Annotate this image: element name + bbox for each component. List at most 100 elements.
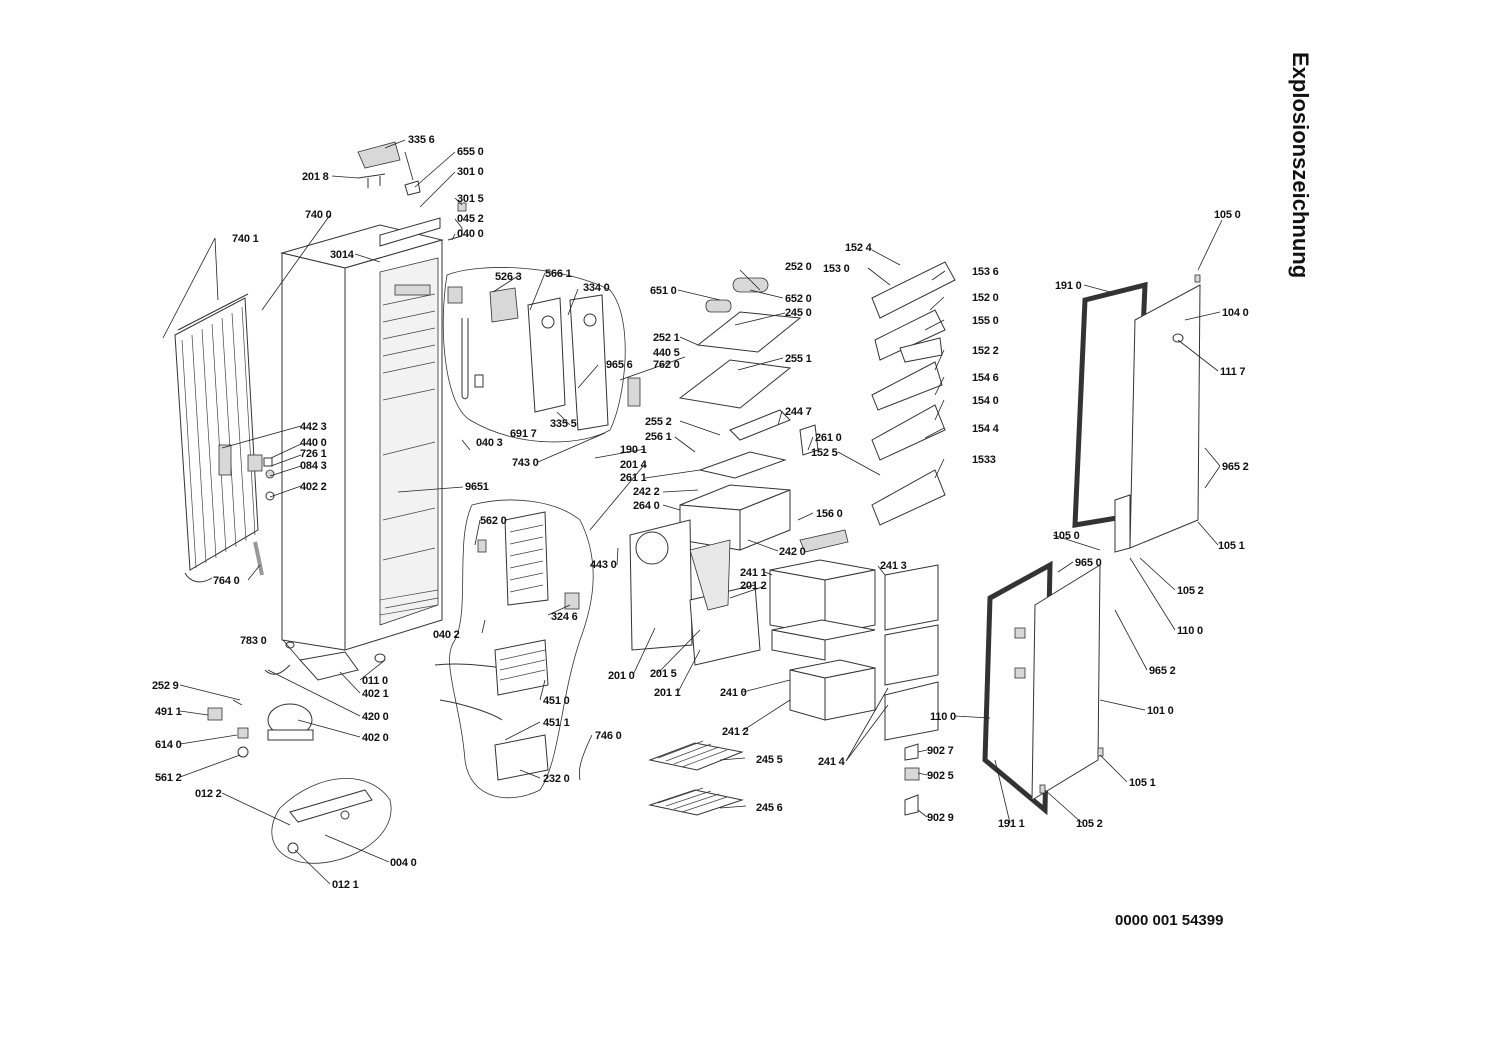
part-label: 110 0 xyxy=(930,711,956,723)
part-label: 1533 xyxy=(972,454,996,466)
part-label: 256 1 xyxy=(645,431,672,443)
part-label: 301 5 xyxy=(457,193,484,205)
part-label: 526 3 xyxy=(495,271,522,283)
part-label: 201 1 xyxy=(654,687,681,699)
glass-shelves xyxy=(627,277,819,456)
part-label: 155 0 xyxy=(972,315,999,327)
part-label: 691 7 xyxy=(510,428,537,440)
fan-assembly-group xyxy=(442,267,626,443)
part-label: 152 2 xyxy=(972,345,999,357)
part-label: 255 2 xyxy=(645,416,672,428)
part-label: 965 2 xyxy=(1222,461,1249,473)
side-wall-cover xyxy=(629,519,761,666)
part-label: 442 3 xyxy=(300,421,327,433)
part-label: 105 0 xyxy=(1053,530,1080,542)
crisper-drawers xyxy=(769,559,939,741)
part-label: 261 1 xyxy=(620,472,647,484)
part-label: 902 9 xyxy=(927,812,954,824)
part-label: 153 6 xyxy=(972,266,999,278)
part-label: 012 1 xyxy=(332,879,359,891)
part-label: 201 5 xyxy=(650,668,677,680)
part-label: 3014 xyxy=(330,249,355,261)
part-label: 783 0 xyxy=(240,635,267,647)
part-label: 335 6 xyxy=(408,134,435,146)
part-label: 252 1 xyxy=(653,332,680,344)
part-label: 110 0 xyxy=(1177,625,1203,637)
part-label: 242 0 xyxy=(779,546,806,558)
part-label: 154 6 xyxy=(972,372,999,384)
refrigerator-cabinet xyxy=(280,217,444,663)
part-label: 301 0 xyxy=(457,166,484,178)
part-label: 232 0 xyxy=(543,773,570,785)
part-label: 105 2 xyxy=(1076,818,1103,830)
part-label: 255 1 xyxy=(785,353,812,365)
part-label: 105 0 xyxy=(1214,209,1241,221)
part-label: 562 0 xyxy=(480,515,507,527)
part-label: 726 1 xyxy=(300,448,327,460)
part-label: 9651 xyxy=(465,481,489,493)
part-label: 152 5 xyxy=(811,447,838,459)
part-label: 334 0 xyxy=(583,282,610,294)
part-label: 402 2 xyxy=(300,481,327,493)
part-labels: 335 6 655 0 201 8 301 0 301 5 045 2 040 … xyxy=(152,134,1249,891)
part-label: 242 2 xyxy=(633,486,660,498)
part-label: 111 7 xyxy=(1220,366,1245,378)
part-label: 443 0 xyxy=(590,559,617,571)
compressor-area xyxy=(207,651,392,864)
part-label: 252 0 xyxy=(785,261,812,273)
part-label: 084 3 xyxy=(300,460,327,472)
part-label: 245 6 xyxy=(756,802,783,814)
freezer-door xyxy=(1072,274,1201,549)
part-label: 156 0 xyxy=(816,508,843,520)
part-label: 201 2 xyxy=(740,580,767,592)
part-label: 451 0 xyxy=(543,695,570,707)
part-label: 190 1 xyxy=(620,444,647,456)
part-label: 655 0 xyxy=(457,146,484,158)
part-label: 651 0 xyxy=(650,285,677,297)
part-label: 101 0 xyxy=(1147,705,1174,717)
part-label: 965 6 xyxy=(606,359,633,371)
part-label: 154 4 xyxy=(972,423,1000,435)
part-label: 153 0 xyxy=(823,263,850,275)
part-label: 965 2 xyxy=(1149,665,1176,677)
part-label: 566 1 xyxy=(545,268,572,280)
evaporator-group xyxy=(434,499,594,799)
condenser-coil xyxy=(174,293,259,583)
part-label: 191 0 xyxy=(1055,280,1082,292)
part-label: 402 1 xyxy=(362,688,389,700)
part-label: 652 0 xyxy=(785,293,812,305)
part-label: 004 0 xyxy=(390,857,417,869)
part-label: 440 0 xyxy=(300,437,327,449)
part-label: 740 1 xyxy=(232,233,259,245)
part-label: 241 4 xyxy=(818,756,846,768)
freezer-drawers xyxy=(679,451,849,553)
part-label: 105 1 xyxy=(1218,540,1245,552)
part-label: 241 3 xyxy=(880,560,907,572)
part-label: 764 0 xyxy=(213,575,240,587)
part-label: 762 0 xyxy=(653,359,680,371)
part-label: 201 8 xyxy=(302,171,329,183)
part-label: 440 5 xyxy=(653,347,680,359)
part-label: 105 1 xyxy=(1129,777,1156,789)
part-label: 104 0 xyxy=(1222,307,1249,319)
part-label: 402 0 xyxy=(362,732,389,744)
part-label: 191 1 xyxy=(998,818,1025,830)
part-label: 902 5 xyxy=(927,770,954,782)
part-label: 261 0 xyxy=(815,432,842,444)
part-label: 152 4 xyxy=(845,242,873,254)
drawing-number: 0000 001 54399 xyxy=(1115,912,1223,929)
part-label: 154 0 xyxy=(972,395,999,407)
part-label: 451 1 xyxy=(543,717,570,729)
fridge-door xyxy=(982,494,1131,816)
part-label: 245 0 xyxy=(785,307,812,319)
diagram-title: Explosionszeichnung xyxy=(1288,52,1313,278)
part-label: 241 1 xyxy=(740,567,767,579)
part-label: 743 0 xyxy=(512,457,539,469)
part-label: 040 3 xyxy=(476,437,503,449)
part-label: 746 0 xyxy=(595,730,622,742)
part-label: 012 2 xyxy=(195,788,222,800)
part-label: 244 7 xyxy=(785,406,812,418)
part-label: 152 0 xyxy=(972,292,999,304)
part-label: 264 0 xyxy=(633,500,660,512)
part-label: 324 6 xyxy=(551,611,578,623)
